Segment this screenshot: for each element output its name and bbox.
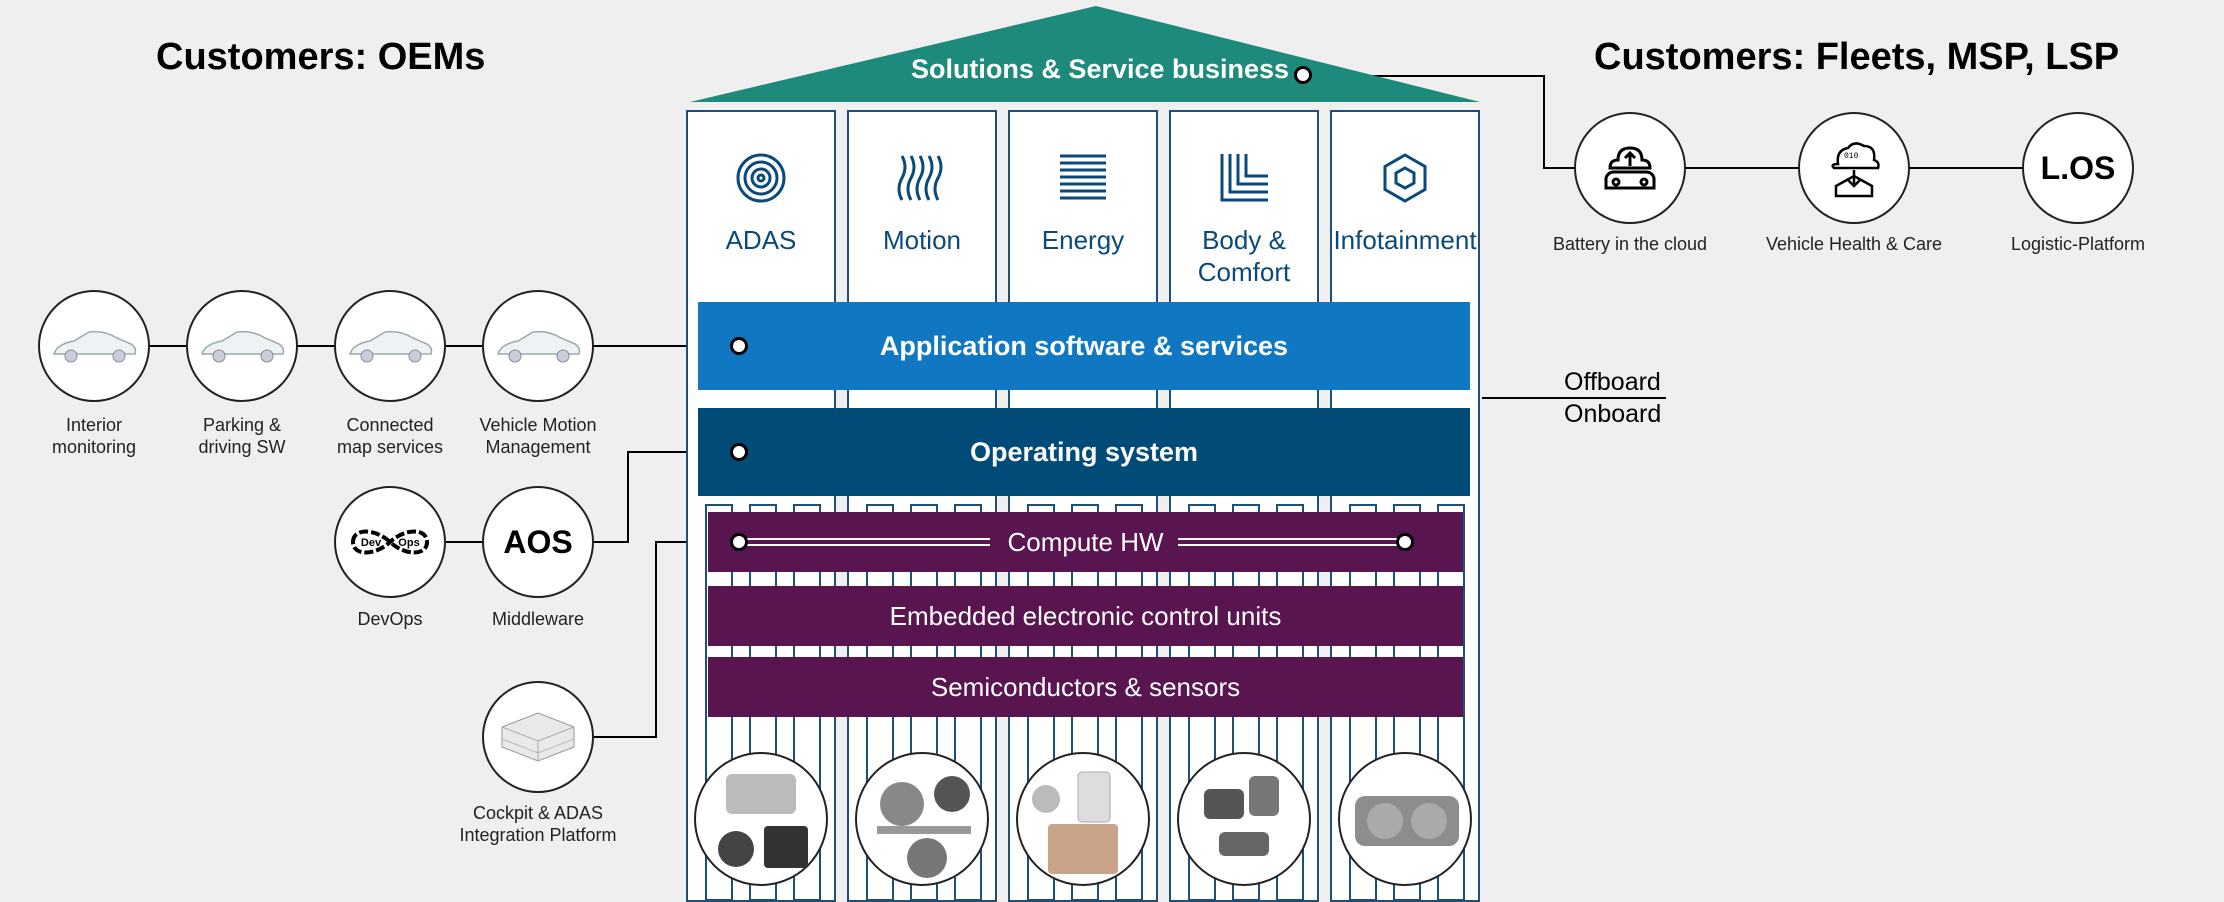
oem-service-motion	[482, 290, 594, 402]
stacked-lines-icon	[1060, 154, 1106, 200]
car-icon	[200, 330, 285, 363]
oem-service-maps	[334, 290, 446, 402]
oem-service-label: Vehicle Motion Management	[479, 415, 597, 457]
offboard-label: Offboard	[1564, 368, 1661, 396]
fleet-service-battery	[1574, 112, 1686, 224]
oem-service-label: Interior monitoring	[51, 415, 137, 457]
application-layer-label: Application software & services	[879, 330, 1289, 361]
os-layer: Operating system	[698, 408, 1470, 496]
nested-corners-icon	[1220, 154, 1268, 202]
hexagon-icon	[1383, 153, 1427, 203]
column-label: Energy	[1041, 225, 1125, 255]
ecu-layer: Embedded electronic control units	[708, 586, 1463, 646]
application-layer: Application software & services	[698, 302, 1470, 390]
onboard-label: Onboard	[1564, 400, 1662, 428]
fleet-service-logistics: L.OS	[2022, 112, 2134, 224]
devops-label: DevOps	[357, 609, 423, 629]
car-cloud-icon	[1604, 146, 1656, 190]
infotainment-products-image	[1338, 752, 1472, 886]
roof-triangle	[690, 6, 1480, 102]
roof-connector-dot	[1294, 66, 1312, 84]
oem-service-label: Connected map services	[336, 415, 444, 457]
column-label: ADAS	[725, 225, 797, 255]
car-icon	[52, 330, 137, 363]
roof-label: Solutions & Service business	[910, 54, 1290, 84]
fleet-service-label: Battery in the cloud	[1552, 234, 1708, 254]
compute-connector-dot-right	[1396, 533, 1414, 551]
column-label: Infotainment	[1333, 225, 1477, 255]
column-label: Motion	[882, 225, 962, 255]
compute-connector-dot-left	[730, 533, 748, 551]
motion-products-image	[855, 752, 989, 886]
svg-text:010: 010	[1844, 152, 1859, 161]
concentric-circles-icon	[736, 153, 786, 203]
energy-products-image	[1016, 752, 1150, 886]
car-icon	[496, 330, 581, 363]
aos-logo-text: AOS	[503, 523, 573, 560]
cloud-data-icon: 010	[1831, 142, 1880, 198]
fleet-heading: Customers: Fleets, MSP, LSP	[1594, 36, 2120, 78]
semiconductor-layer: Semiconductors & sensors	[708, 657, 1463, 717]
svg-text:Ops: Ops	[398, 537, 419, 549]
devops-icon: Dev Ops	[350, 529, 430, 555]
fleet-service-label: Vehicle Health & Care	[1765, 234, 1943, 254]
oem-service-interior	[38, 290, 150, 402]
compute-layer: Compute HW	[708, 512, 1463, 572]
devops-circle: Dev Ops	[334, 486, 446, 598]
ecu-layer-label: Embedded electronic control units	[889, 600, 1282, 631]
adas-products-image	[694, 752, 828, 886]
wave-lines-icon	[897, 155, 943, 201]
os-layer-label: Operating system	[969, 436, 1199, 467]
svg-text:Dev: Dev	[361, 537, 382, 549]
los-logo-text: L.OS	[2040, 149, 2116, 186]
body-products-image	[1177, 752, 1311, 886]
semiconductor-layer-label: Semiconductors & sensors	[930, 671, 1241, 702]
compute-layer-label: Compute HW	[1007, 526, 1164, 557]
car-icon	[348, 330, 433, 363]
column-label: Body & Comfort	[1197, 225, 1291, 287]
platform-label: Cockpit & ADAS Integration Platform	[459, 803, 617, 845]
oem-service-parking	[186, 290, 298, 402]
application-connector-dot	[730, 337, 748, 355]
fleet-service-health: 010	[1798, 112, 1910, 224]
hardware-box-icon	[501, 712, 575, 762]
middleware-label: Middleware	[491, 609, 585, 629]
oem-heading: Customers: OEMs	[156, 36, 486, 78]
os-connector-dot	[730, 443, 748, 461]
platform-circle	[482, 681, 594, 793]
fleet-service-label: Logistic-Platform	[2010, 234, 2146, 254]
oem-service-label: Parking & driving SW	[198, 415, 286, 457]
aos-circle: AOS	[482, 486, 594, 598]
